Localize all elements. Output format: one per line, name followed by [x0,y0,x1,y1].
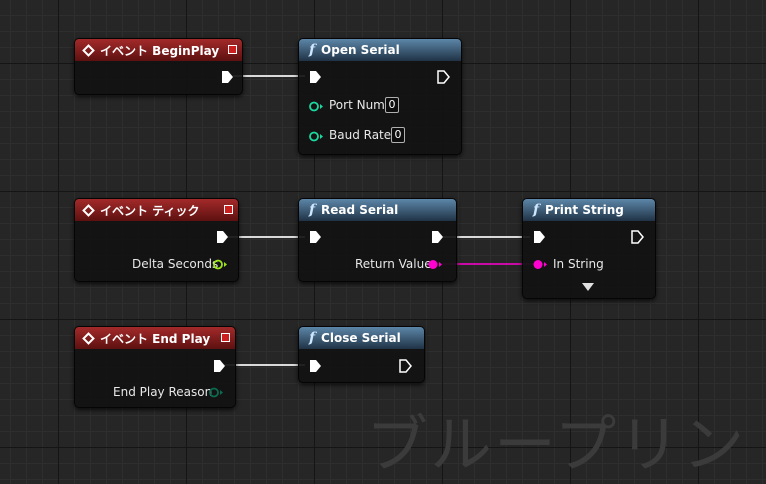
delegate-pin-icon[interactable] [228,45,237,54]
print-string-title: Print String [545,203,624,217]
print-string-header[interactable]: f Print String [523,199,655,221]
exec-output-pin-icon[interactable] [431,230,444,244]
event-diamond-icon [82,43,95,57]
delta-seconds-label: Delta Seconds [132,257,219,271]
exec-output-pin-icon[interactable] [221,70,234,84]
function-icon: f [309,42,316,58]
exec-input-pin-icon[interactable] [309,359,322,373]
in-string-label: In String [553,257,604,271]
read-serial-node[interactable]: f Read Serial Return Value [298,198,457,282]
open-serial-node[interactable]: f Open Serial Port Num 0 Baud Rate 0 [298,38,462,155]
baud-rate-label: Baud Rate [329,128,392,142]
function-icon: f [309,330,316,346]
function-icon: f [533,202,540,218]
expand-arrow-icon[interactable] [582,283,595,292]
event-beginplay-header[interactable]: イベント BeginPlay [75,39,242,61]
enum-output-pin-icon[interactable] [209,387,224,398]
exec-output-pin-icon[interactable] [437,70,450,84]
exec-output-pin-icon[interactable] [216,230,229,244]
baud-rate-value-field[interactable]: 0 [391,127,405,143]
return-value-label: Return Value [355,257,432,271]
port-num-label: Port Num [329,98,385,112]
event-diamond-icon [82,203,95,217]
delegate-pin-icon[interactable] [224,205,233,214]
exec-output-pin-icon[interactable] [399,359,412,373]
string-input-pin-icon[interactable] [533,259,548,270]
port-num-value-field[interactable]: 0 [385,97,399,113]
exec-input-pin-icon[interactable] [309,230,322,244]
string-output-pin-icon[interactable] [428,259,443,270]
event-end-play-header[interactable]: イベント End Play [75,327,235,349]
integer-input-pin-icon[interactable] [309,131,324,142]
read-serial-header[interactable]: f Read Serial [299,199,456,221]
float-output-pin-icon[interactable] [213,259,228,270]
open-serial-title: Open Serial [321,43,400,57]
event-tick-node[interactable]: イベント ティック Delta Seconds [74,198,239,282]
event-beginplay-node[interactable]: イベント BeginPlay [74,38,243,95]
event-diamond-icon [82,331,95,345]
print-string-node[interactable]: f Print String In String [522,198,656,299]
close-serial-header[interactable]: f Close Serial [299,327,424,349]
delegate-pin-icon[interactable] [221,333,230,342]
event-end-play-node[interactable]: イベント End Play End Play Reason [74,326,236,408]
close-serial-title: Close Serial [321,331,401,345]
exec-input-pin-icon[interactable] [533,230,546,244]
event-end-play-title: イベント End Play [100,331,211,346]
exec-input-pin-icon[interactable] [309,70,322,84]
function-icon: f [309,202,316,218]
integer-input-pin-icon[interactable] [309,101,324,112]
blueprint-watermark: ブループリン [366,408,747,481]
close-serial-node[interactable]: f Close Serial [298,326,425,383]
event-tick-title: イベント ティック [100,203,200,218]
exec-output-pin-icon[interactable] [631,230,644,244]
exec-output-pin-icon[interactable] [213,359,226,373]
end-play-reason-label: End Play Reason [113,385,213,399]
event-beginplay-title: イベント BeginPlay [100,43,220,58]
open-serial-header[interactable]: f Open Serial [299,39,461,61]
event-tick-header[interactable]: イベント ティック [75,199,238,221]
read-serial-title: Read Serial [321,203,399,217]
